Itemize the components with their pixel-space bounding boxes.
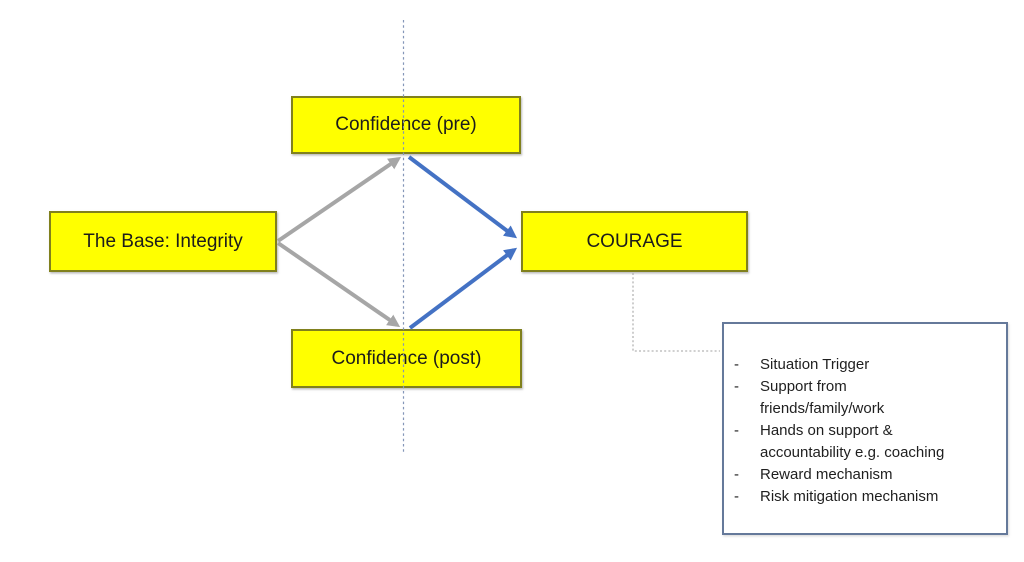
list-item-bullet: - [734, 466, 739, 483]
list-item: - Support from friends/family/work [730, 376, 1002, 420]
mechanisms-panel: - Situation Trigger - Support from frien… [722, 322, 1008, 535]
node-confidence-post-label: Confidence (post) [331, 347, 482, 369]
edge-base-to-confidence-pre [276, 156, 402, 243]
list-item-label: Risk mitigation mechanism [760, 488, 939, 505]
list-item: - Hands on support & accountability e.g.… [730, 420, 1002, 464]
list-item-bullet: - [734, 422, 739, 439]
edge-confidence-pre-to-courage [407, 155, 518, 239]
list-item-label: Situation Trigger [760, 356, 870, 373]
list-item: - Situation Trigger [730, 354, 1002, 376]
node-courage: COURAGE [521, 211, 748, 272]
node-confidence-pre: Confidence (pre) [291, 96, 521, 154]
node-confidence-pre-label: Confidence (pre) [335, 114, 477, 135]
list-item-bullet: - [734, 488, 739, 505]
list-item-bullet: - [734, 378, 739, 395]
list-item-bullet: - [734, 356, 739, 373]
mechanisms-list: - Situation Trigger - Support from frien… [724, 324, 1006, 508]
node-courage-label: COURAGE [586, 230, 683, 252]
list-item: - Risk mitigation mechanism [730, 486, 1002, 508]
list-item-label: Support from friends/family/work [760, 378, 885, 417]
courage-to-panel-connector [632, 273, 720, 352]
node-base-integrity: The Base: Integrity [49, 211, 277, 272]
list-item-label: Hands on support & accountability e.g. c… [760, 422, 945, 461]
edge-base-to-confidence-post [276, 241, 401, 328]
edge-confidence-post-to-courage [408, 247, 518, 330]
list-item: - Reward mechanism [730, 464, 1002, 486]
node-base-integrity-label: The Base: Integrity [83, 230, 243, 252]
node-confidence-post: Confidence (post) [291, 329, 522, 388]
list-item-label: Reward mechanism [760, 466, 893, 483]
